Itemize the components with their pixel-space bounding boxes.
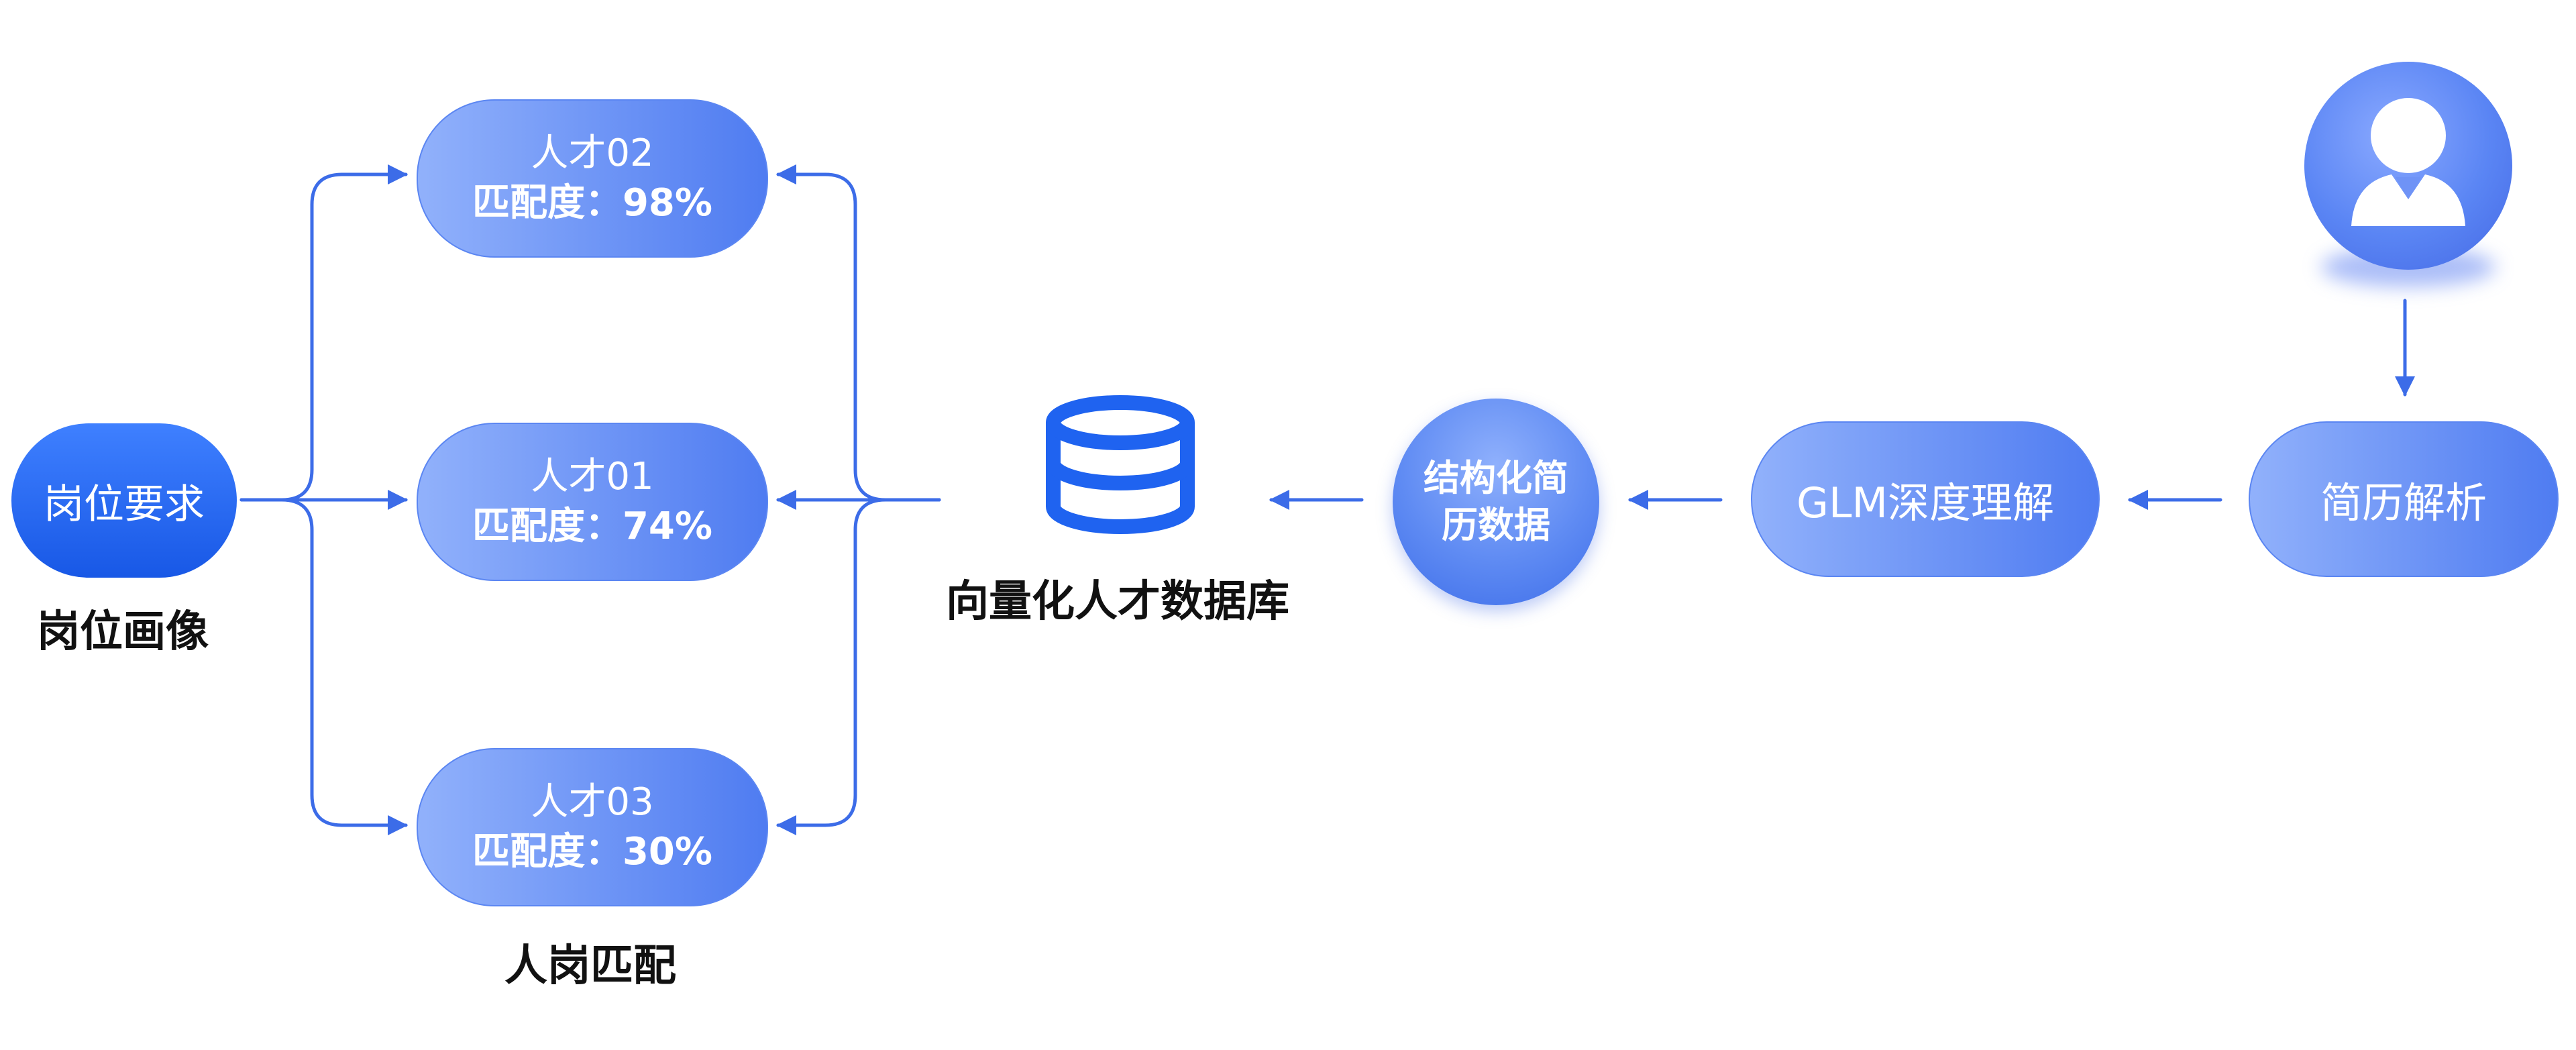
- talent-match-score: 匹配度：74%: [472, 505, 713, 548]
- talent-node-03[interactable]: 人才03 匹配度：30%: [417, 748, 768, 906]
- job-requirement-box[interactable]: 岗位要求: [11, 423, 237, 578]
- job-connector: [239, 164, 408, 502]
- glm-label: GLM深度理解: [1796, 478, 2055, 527]
- database-caption: 向量化人才数据库: [946, 577, 1289, 627]
- matching-caption: 人岗匹配: [504, 941, 676, 991]
- talent-match-score: 匹配度：98%: [472, 181, 713, 225]
- job-profile-caption: 岗位画像: [37, 607, 209, 657]
- db-connector: [776, 164, 941, 502]
- job-connector: [239, 498, 408, 835]
- talent-node-02[interactable]: 人才02 匹配度：98%: [417, 99, 768, 258]
- database-icon: [1046, 395, 1195, 534]
- resume-parse-node[interactable]: 简历解析: [2249, 421, 2559, 577]
- job-requirement-label: 岗位要求: [44, 480, 205, 528]
- user-avatar-icon: [2304, 62, 2512, 270]
- glm-node[interactable]: GLM深度理解: [1751, 421, 2100, 577]
- talent-node-01[interactable]: 人才01 匹配度：74%: [417, 423, 768, 581]
- talent-name: 人才01: [531, 455, 654, 498]
- structured-data-line1: 结构化简: [1424, 457, 1568, 499]
- user-silhouette-icon: [2351, 98, 2465, 226]
- structured-data-node[interactable]: 结构化简 历数据: [1393, 399, 1599, 605]
- db-connector: [776, 498, 941, 835]
- talent-name: 人才02: [531, 132, 654, 175]
- talent-name: 人才03: [531, 780, 654, 824]
- talent-match-score: 匹配度：30%: [472, 830, 713, 874]
- resume-parse-label: 简历解析: [2320, 478, 2487, 527]
- structured-data-line2: 历数据: [1442, 504, 1550, 546]
